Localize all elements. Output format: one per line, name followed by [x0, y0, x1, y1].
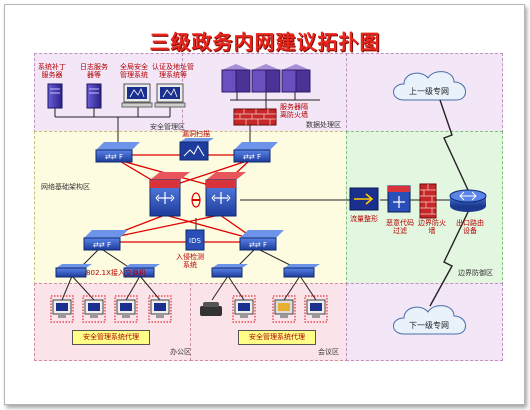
label-ids: 入侵检测 系统: [176, 253, 204, 269]
ids-icon: IDS: [185, 229, 205, 251]
label-log-server: 日志服务 器等: [80, 63, 108, 79]
access-switch-icon: [211, 264, 248, 278]
zone-label-security-mgmt: 安全管理区: [150, 123, 185, 131]
wan-link-upper: [439, 99, 469, 191]
label-access-switch: 802.1X接入交换机: [86, 269, 146, 277]
switch-icon: ⇄⇄ F: [233, 142, 278, 163]
disk-array-icon: [251, 64, 281, 93]
firewall-icon: [233, 108, 277, 126]
svg-text:⇄⇄ F: ⇄⇄ F: [93, 241, 111, 249]
terminal-icon: [114, 295, 138, 323]
router-icon: [449, 189, 487, 212]
zone-label-data-processing: 数据处理区: [306, 121, 341, 129]
svg-text:⇄⇄ F: ⇄⇄ F: [249, 241, 267, 249]
label-code-filter: 恶意代码 过滤: [386, 219, 414, 235]
phone-icon: [200, 302, 222, 316]
label-upper-net: 上一级专网: [409, 87, 449, 96]
switch-icon: ⇄⇄ F: [83, 230, 128, 251]
scanner-icon: [179, 138, 214, 161]
terminal-icon: [82, 295, 106, 323]
switch-icon: ⇄⇄ F: [239, 230, 284, 251]
label-lower-net: 下一级专网: [409, 321, 449, 330]
zone-label-office: 办公区: [170, 348, 191, 356]
disk-array-icon: [281, 64, 311, 93]
svg-text:⇄⇄ F: ⇄⇄ F: [243, 153, 261, 161]
stack-link-icon: [191, 192, 201, 208]
firewall-icon: [419, 183, 437, 219]
diagram-title: 三级政务内网建议拓扑图: [149, 30, 381, 54]
access-switch-icon: [55, 264, 92, 278]
workstation-icon: [121, 83, 153, 108]
server-icon: [86, 83, 102, 109]
core-switch-icon: [205, 172, 246, 217]
terminal-icon: [304, 295, 328, 323]
label-egress-router: 出口路由 设备: [456, 219, 484, 235]
server-icon: [47, 83, 63, 109]
cloud-icon: [393, 305, 466, 335]
video-terminal-icon: [272, 295, 296, 323]
flow-control-icon: [349, 187, 379, 211]
agent-box-meeting: 安全管理系统代理: [238, 330, 316, 345]
zone-label-boundary: 边界防御区: [458, 269, 493, 277]
disk-array-icon: [221, 64, 251, 93]
core-switch-icon: [149, 172, 190, 217]
label-patch-server: 系统补丁 服务器: [38, 63, 66, 79]
wan-link-lower: [429, 211, 469, 307]
zone-label-meeting: 会议区: [318, 348, 339, 356]
label-server-firewall: 服务器隔 离防火墙: [280, 103, 308, 119]
terminal-icon: [148, 295, 172, 323]
label-security-mgmt-sys: 全局安全 管理系统: [120, 63, 148, 79]
label-vuln-scan: 漏洞扫描: [182, 130, 210, 138]
workstation-icon: [154, 83, 186, 108]
terminal-icon: [232, 295, 256, 323]
agent-box-office: 安全管理系统代理: [72, 330, 150, 345]
code-filter-icon: [387, 185, 411, 213]
cloud-icon: [393, 71, 466, 101]
access-switch-icon: [123, 264, 160, 278]
switch-icon: ⇄⇄ F: [95, 142, 140, 163]
terminal-icon: [50, 295, 74, 323]
access-switch-icon: [283, 264, 320, 278]
label-boundary-firewall: 边界防火 墙: [418, 219, 446, 235]
zone-meeting: [190, 283, 348, 361]
svg-text:⇄⇄ F: ⇄⇄ F: [105, 153, 123, 161]
label-flow-control: 流量整形: [350, 215, 378, 223]
zone-label-backbone: 网络基础架构区: [41, 183, 90, 191]
label-auth-mgmt-sys: 认证及地址管 理系统等: [152, 63, 194, 79]
svg-text:IDS: IDS: [189, 237, 201, 245]
